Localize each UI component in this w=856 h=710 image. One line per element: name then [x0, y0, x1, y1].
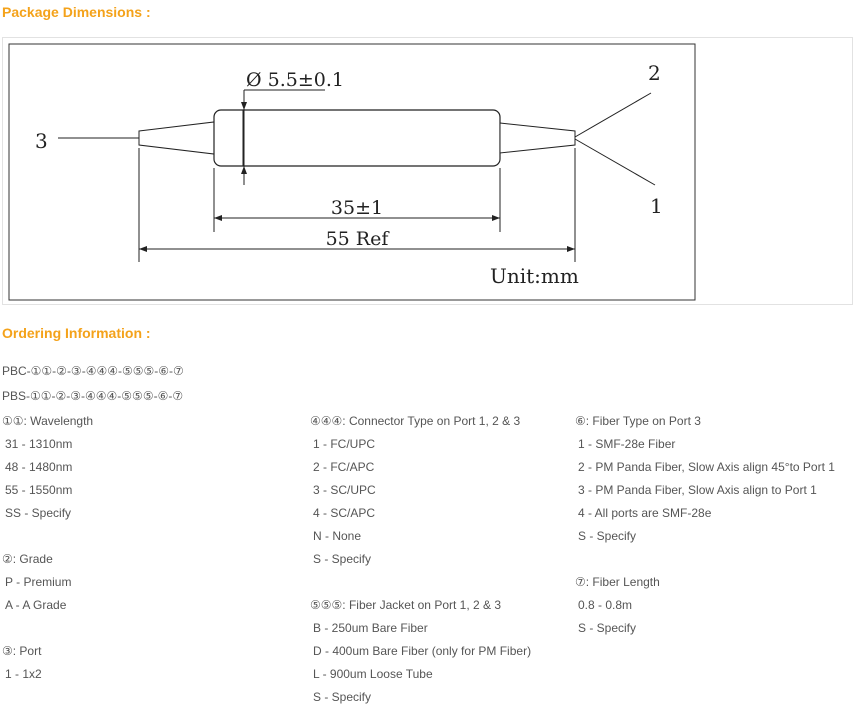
diameter-arrow-bottom — [241, 166, 247, 174]
body-length-label: 35±1 — [331, 197, 383, 219]
connector-title: ④④④: Connector Type on Port 1, 2 & 3 — [310, 414, 521, 428]
ordering-column-right: ⑥: Fiber Type on Port 3 1 - SMF-28e Fibe… — [575, 410, 835, 640]
connector-option: 4 - SC/APC — [313, 506, 376, 520]
fiber-type-title: ⑥: Fiber Type on Port 3 — [575, 414, 701, 428]
ordering-code-pbc: PBC-①①-②-③-④④④-⑤⑤⑤-⑥-⑦ — [2, 364, 184, 378]
drawing-frame — [8, 43, 696, 301]
right-boot — [499, 122, 576, 154]
fiber-length-option: S - Specify — [578, 621, 637, 635]
connector-option: N - None — [313, 529, 362, 543]
wavelength-option: SS - Specify — [5, 506, 72, 520]
fiber-type-option: S - Specify — [578, 529, 637, 543]
spacer — [2, 617, 93, 640]
body-length-arrow-right — [492, 215, 500, 221]
diameter-label: Ø 5.5±0.1 — [246, 69, 344, 91]
jacket-option: S - Specify — [313, 690, 372, 704]
port-title: ③: Port — [2, 644, 42, 658]
grade-option: A - A Grade — [5, 598, 67, 612]
grade-title: ②: Grade — [2, 552, 53, 566]
fiber-type-option: 1 - SMF-28e Fiber — [578, 437, 676, 451]
wavelength-title: ①①: Wavelength — [2, 414, 94, 428]
wavelength-option: 31 - 1310nm — [5, 437, 73, 451]
dimension-drawing-panel: Ø 5.5±0.1 35±1 55 Ref Unit:mm 3 2 1 — [2, 37, 853, 305]
wavelength-option: 48 - 1480nm — [5, 460, 73, 474]
fiber-type-option: 3 - PM Panda Fiber, Slow Axis align to P… — [578, 483, 817, 497]
spacer — [310, 571, 531, 594]
port2-fiber — [574, 92, 652, 138]
connector-option: S - Specify — [313, 552, 372, 566]
grade-option: P - Premium — [5, 575, 72, 589]
package-dimension-drawing: Ø 5.5±0.1 35±1 55 Ref Unit:mm 3 2 1 — [8, 43, 696, 301]
fiber-length-option: 0.8 - 0.8m — [578, 598, 633, 612]
fiber-length-title: ⑦: Fiber Length — [575, 575, 660, 589]
connector-option: 1 - FC/UPC — [313, 437, 376, 451]
port-option: 1 - 1x2 — [5, 667, 42, 681]
jacket-title: ⑤⑤⑤: Fiber Jacket on Port 1, 2 & 3 — [310, 598, 502, 612]
port3-label: 3 — [35, 129, 48, 153]
fiber-type-option: 2 - PM Panda Fiber, Slow Axis align 45°t… — [578, 460, 835, 474]
diameter-arrow-top — [241, 102, 247, 110]
jacket-option: B - 250um Bare Fiber — [313, 621, 428, 635]
unit-label: Unit:mm — [490, 264, 579, 288]
ordering-code-pbs: PBS-①①-②-③-④④④-⑤⑤⑤-⑥-⑦ — [2, 389, 184, 403]
connector-option: 2 - FC/APC — [313, 460, 375, 474]
left-boot — [138, 121, 215, 155]
port1-fiber — [574, 138, 656, 186]
ordering-column-left: ①①: Wavelength 31 - 1310nm 48 - 1480nm 5… — [2, 410, 93, 686]
jacket-option: D - 400um Bare Fiber (only for PM Fiber) — [313, 644, 532, 658]
ordering-information-title: Ordering Information : — [2, 325, 151, 341]
spacer — [2, 525, 93, 548]
total-length-arrow-right — [567, 246, 575, 252]
fiber-type-option: 4 - All ports are SMF-28e — [578, 506, 712, 520]
connector-option: 3 - SC/UPC — [313, 483, 376, 497]
total-length-arrow-left — [139, 246, 147, 252]
wavelength-option: 55 - 1550nm — [5, 483, 73, 497]
total-length-label: 55 Ref — [326, 228, 391, 250]
body-length-arrow-left — [214, 215, 222, 221]
jacket-option: L - 900um Loose Tube — [313, 667, 433, 681]
spacer — [575, 548, 835, 571]
port2-label: 2 — [648, 61, 661, 85]
device-body — [213, 109, 501, 167]
package-dimensions-title: Package Dimensions : — [2, 4, 151, 20]
port1-label: 1 — [650, 194, 663, 218]
ordering-column-middle: ④④④: Connector Type on Port 1, 2 & 3 1 -… — [310, 410, 531, 709]
